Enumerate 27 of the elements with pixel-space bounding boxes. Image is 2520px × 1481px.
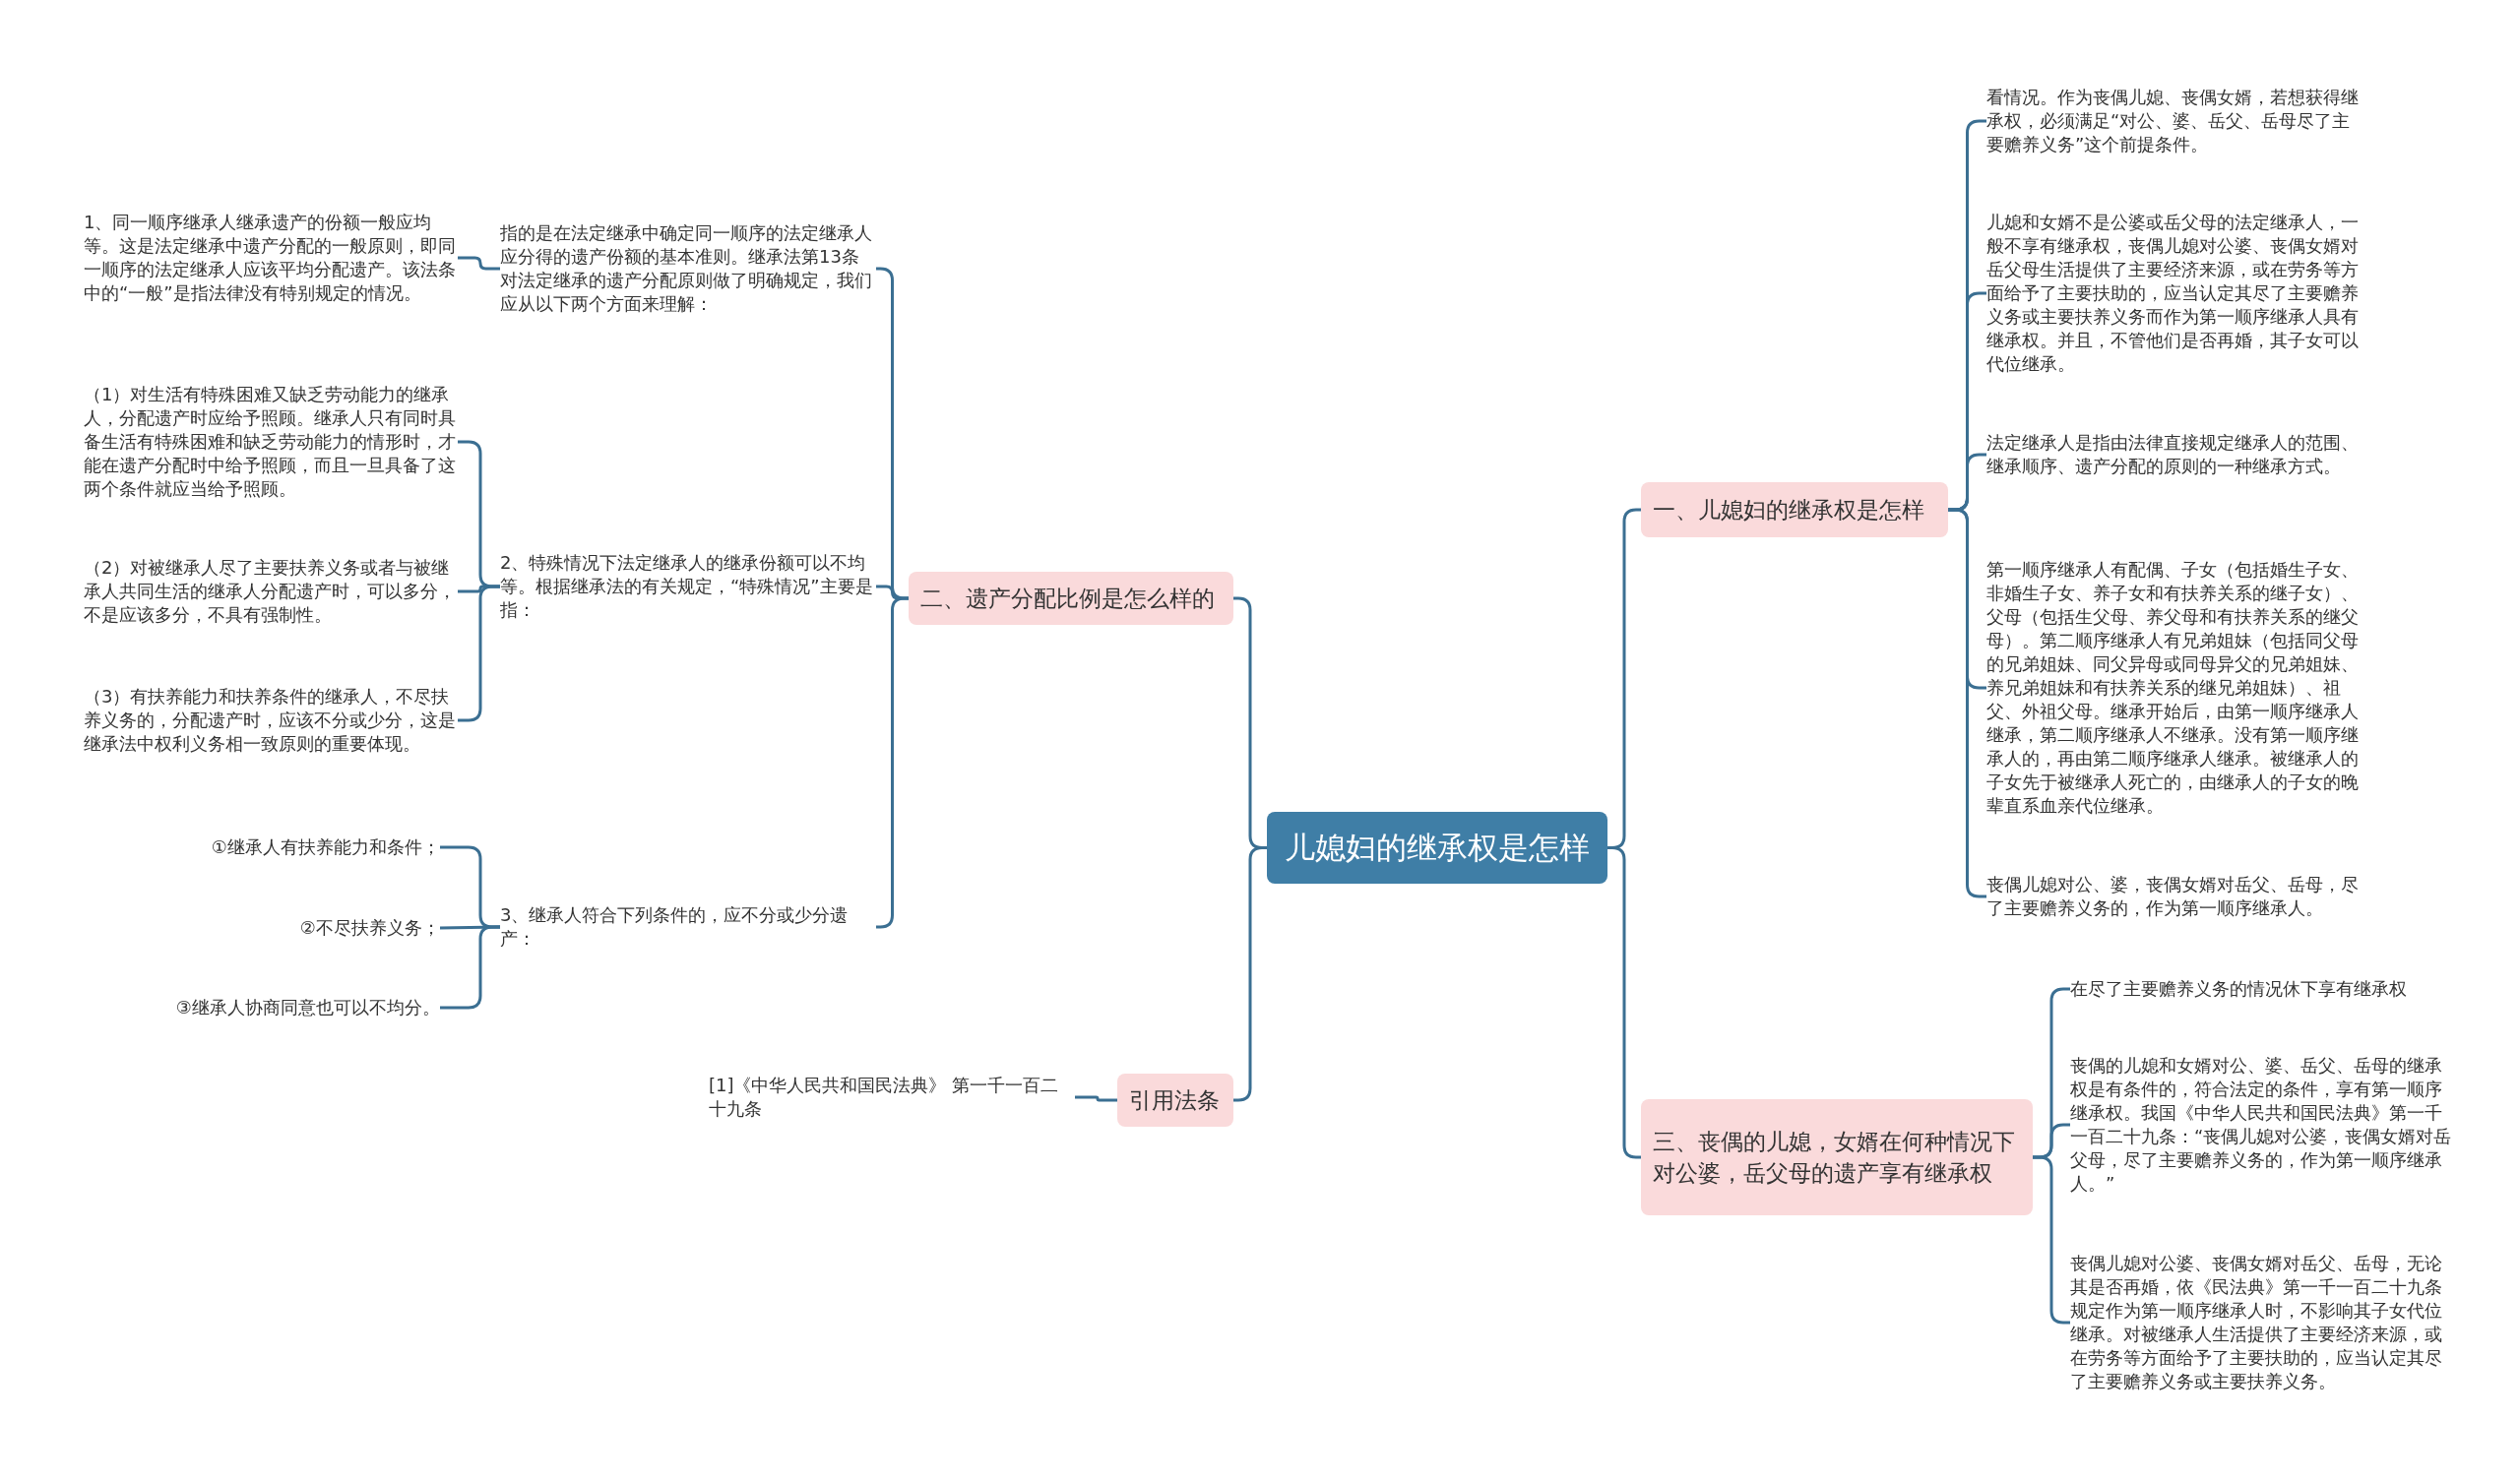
note-text: [1]《中华人民共和国民法典》 第一千一百二十九条 <box>709 1074 1075 1121</box>
note-text: 指的是在法定继承中确定同一顺序的法定继承人应分得的遗产份额的基本准则。继承法第13条对法定继承的遗产分配原则做了明确规定，我们应从以下两个方面来理解： <box>500 221 876 316</box>
note-text: （1）对生活有特殊困难又缺乏劳动能力的继承人，分配遗产时应给予照顾。继承人只有同时具备生活有特殊困难和缺乏劳动能力的情形时，才能在遗产分配时中给予照顾，而且一旦具备了这两个条件就应当给予照顾。 <box>84 383 458 501</box>
note-text: ①继承人有扶养能力和条件； <box>211 835 440 859</box>
note-text: 1、同一顺序继承人继承遗产的份额一般应均等。这是法定继承中遗产分配的一般原则，即同一顺序的法定继承人应该平均分配遗产。该法条中的“一般”是指法律没有特别规定的情况。 <box>84 211 458 305</box>
topic-box: 一、儿媳妇的继承权是怎样 <box>1641 482 1948 537</box>
note-text: （3）有扶养能力和扶养条件的继承人，不尽扶养义务的，分配遗产时，应该不分或少分，这是继承法中权利义务相一致原则的重要体现。 <box>84 685 458 756</box>
central-topic-box: 儿媳妇的继承权是怎样 <box>1267 812 1607 884</box>
note-text: 看情况。作为丧偶儿媳、丧偶女婿，若想获得继承权，必须满足“对公、婆、岳父、岳母尽了主要赡养义务”这个前提条件。 <box>1986 86 2362 156</box>
connector-line <box>440 925 500 1010</box>
topic-box: 三、丧偶的儿媳，女婿在何种情况下对公婆，岳父母的遗产享有继承权 <box>1641 1099 2033 1215</box>
note-text: 2、特殊情况下法定继承人的继承份额可以不均等。根据继承法的有关规定，“特殊情况”主要是指： <box>500 551 876 622</box>
note-text: 第一顺序继承人有配偶、子女（包括婚生子女、非婚生子女、养子女和有扶养关系的继子女）、父母（包括生父母、养父母和有扶养关系的继父母）。第二顺序继承人有兄弟姐妹（包括同父母的兄弟姐妹、同父异母或同母异父的兄弟姐妹、养兄弟姐妹和有扶养关系的继兄弟姐妹）、祖父、外祖父母。继承开始后，由第一顺序继承人继承，第二顺序继承人不继承。没有第一顺序继承人的，再由第二顺序继承人继承。被继承人的子女先于被继承人死亡的，由继承人的子女的晚辈直系血亲代位继承。 <box>1986 558 2362 818</box>
note-text: 丧偶儿媳对公婆、丧偶女婿对岳父、岳母，无论其是否再婚，依《民法典》第一千一百二十九条规定作为第一顺序继承人时，不影响其子女代位继承。对被继承人生活提供了主要经济来源，或在劳务等方面给予了主要扶助的，应当认定其尽了主要赡养义务或主要扶养义务。 <box>2070 1252 2454 1393</box>
note-text: ③继承人协商同意也可以不均分。 <box>175 996 440 1019</box>
note-text: 在尽了主要赡养义务的情况休下享有继承权 <box>2070 977 2454 1001</box>
note-text: 丧偶的儿媳和女婿对公、婆、岳父、岳母的继承权是有条件的，符合法定的条件，享有第一顺序继承权。我国《中华人民共和国民法典》第一千一百二十九条：“丧偶儿媳对公婆，丧偶女婿对岳父母，尽了主要赡养义务的，作为第一顺序继承人。” <box>2070 1054 2454 1196</box>
note-text: ②不尽扶养义务； <box>299 916 440 940</box>
note-text: 儿媳和女婿不是公婆或岳父母的法定继承人，一般不享有继承权，丧偶儿媳对公婆、丧偶女婿对岳父母生活提供了主要经济来源，或在劳务等方面给予了主要扶助的，应当认定其尽了主要赡养义务或主要扶养义务而作为第一顺序继承人具有继承权。并且，不管他们是否再婚，其子女可以代位继承。 <box>1986 211 2362 376</box>
note-text: 法定继承人是指由法律直接规定继承人的范围、继承顺序、遗产分配的原则的一种继承方式。 <box>1986 431 2362 478</box>
topic-box: 二、遗产分配比例是怎么样的 <box>909 572 1233 625</box>
note-text: 丧偶儿媳对公、婆，丧偶女婿对岳父、岳母，尽了主要赡养义务的，作为第一顺序继承人。 <box>1986 873 2362 920</box>
connector-line <box>1075 1095 1117 1102</box>
topic-box: 引用法条 <box>1117 1074 1233 1127</box>
note-text: 3、继承人符合下列条件的，应不分或少分遗产： <box>500 903 876 951</box>
note-text: （2）对被继承人尽了主要扶养义务或者与被继承人共同生活的继承人分配遗产时，可以多分，不是应该多分，不具有强制性。 <box>84 556 458 627</box>
connector-line <box>458 256 500 271</box>
